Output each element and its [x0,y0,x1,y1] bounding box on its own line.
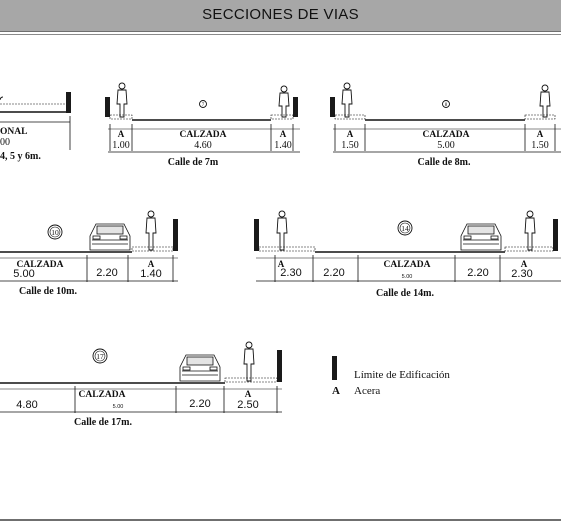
pedestrian-icon [243,341,255,382]
legend-acera-text: Acera [354,385,381,397]
acera-right-value: 2.30 [511,268,532,280]
acera-symbol: A [278,259,285,269]
parking-right-value: 2.20 [96,267,117,279]
calzada-label: CALZADA [384,260,431,270]
section-10m: 10 CALZADA 5.00 2.20 A 1.40 Calle de 10m… [0,210,178,297]
section-number: 14 [401,224,409,233]
section-8m: 8 A 1.50 CALZADA 5.00 A 1.50 Calle de 8m… [330,82,561,168]
calzada-label: CALZADA [180,130,227,140]
acera-symbol: A [537,129,544,139]
section-number-circle [397,220,413,236]
section-number: 8 [445,103,448,108]
section-caption: Calle de 14m. [376,288,435,299]
acera-symbol: A [280,129,287,139]
section-caption: 4, 5 y 6m. [0,151,41,162]
car-icon [460,223,502,251]
building-limit-marker [277,350,282,382]
acera-symbol: A [148,259,155,269]
legend-acera-symbol: A [332,385,340,397]
calzada-label: ONAL [0,127,27,137]
section-14m: 14 A 2.30 2.20 CALZADA 5.00 2.20 A 2.30 … [254,210,561,299]
acera-left-value: 2.30 [280,267,301,279]
section-number-circle [442,100,450,108]
section-17m: 17 4.80 CALZADA 5.00 2.20 A 2.50 Calle d… [0,341,282,428]
calzada-label: CALZADA [17,260,64,270]
header-rule [0,34,561,35]
pedestrian-icon [145,210,157,251]
building-limit-marker [553,219,558,251]
acera-left-value: 1.50 [341,140,359,151]
legend-limite-text: Límite de Edificación [354,369,450,381]
calzada-value: 5.00 [437,140,455,151]
parking-right-value: 2.20 [189,398,210,410]
parking-left-value: 2.20 [323,267,344,279]
calzada-value: 4.60 [194,140,212,151]
pedestrian-icon [524,210,536,251]
section-number-circle [47,224,63,240]
acera-right-value: 2.50 [237,399,258,411]
calzada-value: 5.00 [402,274,413,280]
car-icon [179,354,221,382]
acera-symbol: A [347,129,354,139]
building-limit-marker [66,92,71,113]
acera-symbol: A [521,259,528,269]
acera-right-value: 1.40 [140,268,161,280]
building-limit-marker [173,219,178,251]
building-limit-marker [105,97,110,117]
parking-right-value: 2.20 [467,267,488,279]
header-bar: SECCIONES DE VIAS [0,0,561,32]
acera-symbol: A [118,129,125,139]
section-number: 10 [51,228,59,237]
pedestrian-icon [539,84,551,118]
section-number: 7 [202,103,205,108]
acera-right-value: 1.40 [274,140,292,151]
section-caption: Calle de 8m. [417,157,471,168]
building-limit-marker [330,97,335,117]
calzada-label: CALZADA [423,130,470,140]
pedestrian-icon [276,210,288,251]
page-title: SECCIONES DE VIAS [202,6,359,23]
building-limit-marker [254,219,259,251]
pedestrian-icon [116,82,128,118]
median-value: 4.80 [16,399,37,411]
calzada-value: 00 [0,137,10,148]
legend: Límite de Edificación A Acera [332,356,532,406]
building-limit-marker [293,97,298,117]
pedestrian-icon [341,82,353,118]
calzada-label: CALZADA [79,390,126,400]
building-limit-legend-marker [332,356,337,380]
pedestrian-icon [278,85,290,118]
section-caption: Calle de 17m. [74,417,133,428]
section-4-5-6m: ONAL 00 4, 5 y 6m. [0,92,71,162]
acera-symbol: A [245,389,252,399]
car-icon [89,223,131,251]
section-caption: Calle de 7m [168,157,219,168]
section-caption: Calle de 10m. [19,286,78,297]
calzada-value: 5.00 [113,404,124,410]
section-number-circle [92,348,108,364]
footer-rule [0,519,561,521]
section-number-circle [0,96,4,101]
section-number: 17 [96,352,104,361]
acera-right-value: 1.50 [531,140,549,151]
section-7m: 7 A 1.00 CALZADA 4.60 A 1.40 Calle de 7m [105,82,300,168]
section-number-circle [199,100,207,108]
calzada-value: 5.00 [13,268,34,280]
acera-left-value: 1.00 [112,140,130,151]
